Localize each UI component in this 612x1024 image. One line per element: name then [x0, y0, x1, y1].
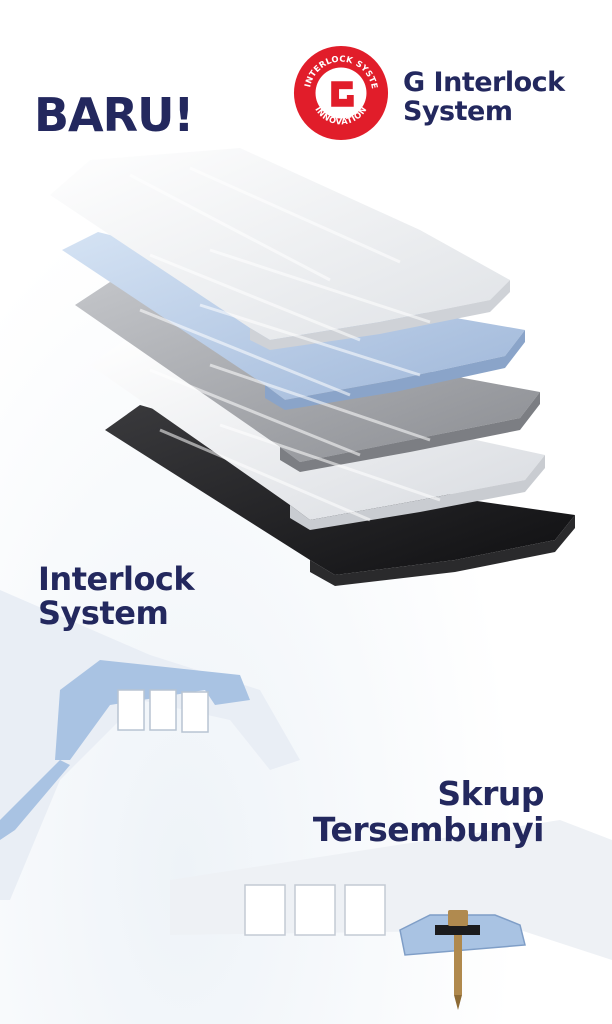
- screw-title-line-1: Skrup: [437, 774, 544, 813]
- brand-line-2: System: [403, 96, 513, 127]
- interlock-logo-icon: G INTERLOCK SYSTEM INNOVATION: [292, 44, 389, 141]
- interlock-title-line-1: Interlock: [38, 560, 195, 598]
- interlock-feature-title: Interlock System: [38, 560, 195, 632]
- new-badge-headline: BARU!: [34, 88, 194, 142]
- screw-title-line-2: Tersembunyi: [312, 810, 545, 849]
- interlock-title-line-2: System: [38, 594, 169, 632]
- white-sheet-top: [50, 148, 510, 350]
- hidden-screw-feature-title: Skrup Tersembunyi: [312, 774, 545, 849]
- brand-name: G Interlock System: [403, 68, 565, 126]
- interlock-profile-illustration: [0, 590, 300, 900]
- brand-line-1: G Interlock: [403, 67, 565, 98]
- hidden-screw-illustration: [170, 820, 612, 1010]
- sheet-ridges: [129, 166, 441, 522]
